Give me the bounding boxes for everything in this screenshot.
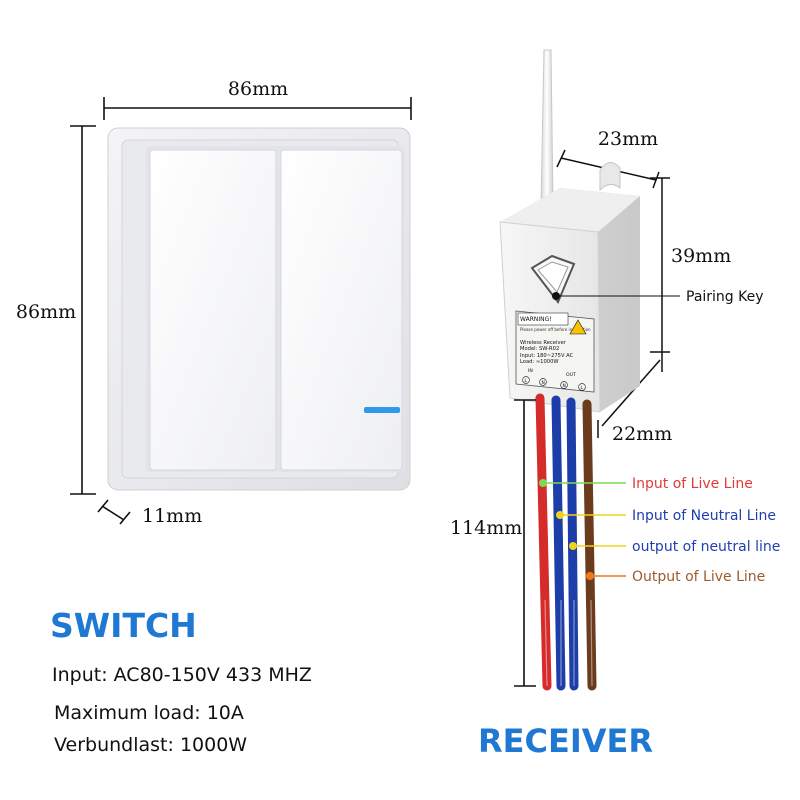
pairing-key-label: Pairing Key xyxy=(686,289,764,305)
receiver-depth-dimension xyxy=(597,352,663,438)
switch-depth-dimension xyxy=(97,499,131,525)
sticker-in-label: IN xyxy=(528,368,533,374)
sticker-warning: WARNING! xyxy=(520,316,552,323)
switch-spec-max-load: Maximum load: 10A xyxy=(54,702,244,724)
sticker-terminal-2: N xyxy=(542,380,545,386)
switch-right-rocker xyxy=(280,149,403,471)
receiver-antenna xyxy=(540,49,554,206)
switch-depth-label: 11mm xyxy=(142,505,202,527)
sticker-input: Input: 180~275V AC xyxy=(520,353,574,359)
switch-width-dimension xyxy=(103,97,412,120)
switch-title: SWITCH xyxy=(50,606,197,645)
switch-height-dimension xyxy=(70,125,96,495)
wire-label-neutral-in: Input of Neutral Line xyxy=(632,508,776,524)
receiver-wires xyxy=(535,393,597,691)
callout-dot-live-out xyxy=(586,572,594,580)
sticker-warning-note: Please power off before installation xyxy=(520,327,591,332)
sticker-name: Wireless Receiver xyxy=(520,340,567,346)
switch-width-label: 86mm xyxy=(228,78,288,100)
receiver-height-dimension xyxy=(650,177,670,353)
receiver-mounting-tab xyxy=(599,162,621,192)
callout-dot-neutral-out xyxy=(569,542,577,550)
switch-height-label: 86mm xyxy=(16,301,76,323)
pairing-key-inner xyxy=(537,261,569,293)
wire-output-live xyxy=(582,399,597,691)
receiver-depth-label: 22mm xyxy=(612,423,672,445)
sticker-model: Model: SW-R02 xyxy=(520,346,559,352)
switch-drawing: 86mm 86mm 11mm xyxy=(16,78,412,527)
sticker-terminal-4: L xyxy=(581,385,584,391)
receiver-box-top xyxy=(500,188,640,232)
switch-left-rocker xyxy=(149,149,277,471)
sticker-hazard-icon xyxy=(569,319,587,335)
sticker-load: Load: ≈1000W xyxy=(520,359,559,365)
wire-input-neutral xyxy=(551,395,566,691)
receiver-drawing: 23mm 39mm 22mm Pairing Key xyxy=(450,49,780,691)
receiver-wire-length-label: 114mm xyxy=(450,517,522,539)
wire-label-neutral-out: output of neutral line xyxy=(632,539,780,555)
sticker-terminals: L N N L xyxy=(522,376,586,391)
switch-spec-input: Input: AC80-150V 433 MHZ xyxy=(52,664,312,686)
sticker-out-label: OUT xyxy=(566,372,576,378)
callout-dot-live-in xyxy=(539,479,547,487)
callout-dot-neutral-in xyxy=(556,511,564,519)
wire-input-live xyxy=(535,393,552,691)
wire-label-live-out: Output of Live Line xyxy=(632,569,765,585)
switch-led-indicator xyxy=(364,407,400,413)
receiver-spec-sticker: WARNING! Please power off before install… xyxy=(515,310,595,393)
switch-spec-verbundlast: Verbundlast: 1000W xyxy=(54,734,248,756)
receiver-height-label: 39mm xyxy=(671,245,731,267)
sticker-terminal-3: N xyxy=(563,383,566,389)
receiver-title: RECEIVER xyxy=(478,722,654,760)
sticker-terminal-1: L xyxy=(525,378,528,384)
receiver-width-label: 23mm xyxy=(598,128,658,150)
wire-callouts: Input of Live Line Input of Neutral Line… xyxy=(539,476,780,585)
pairing-key-dot xyxy=(552,292,560,300)
receiver-wire-length-dimension xyxy=(514,399,536,687)
wire-label-live-in: Input of Live Line xyxy=(632,476,753,492)
